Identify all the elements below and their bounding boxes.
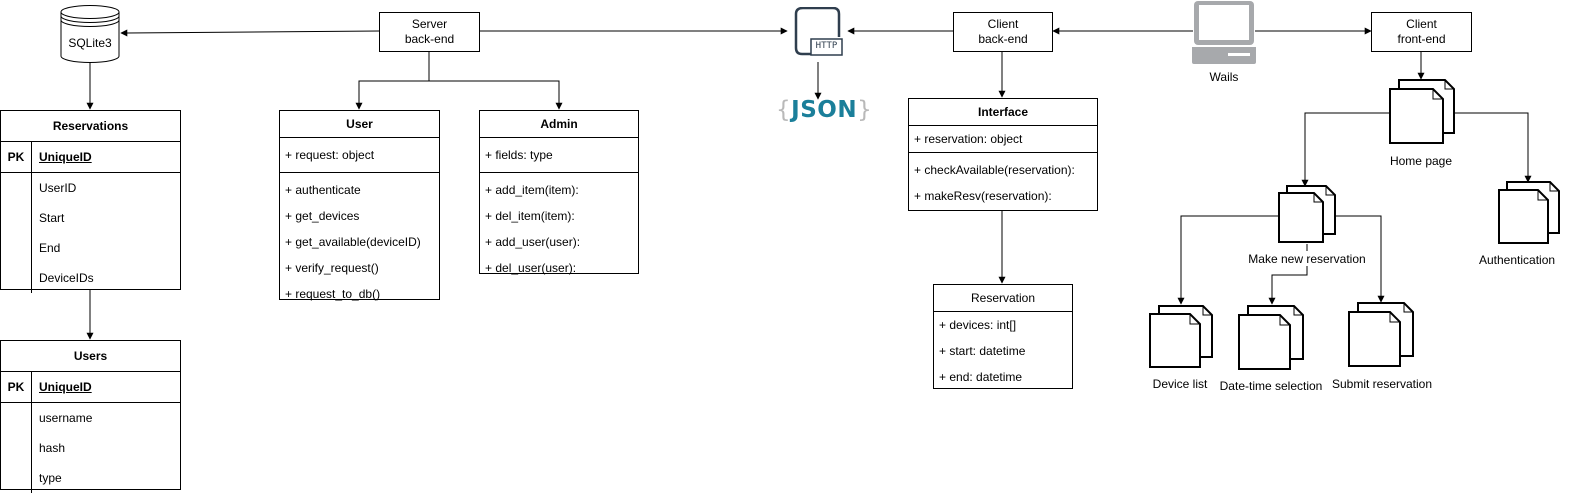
pk-label: PK <box>1 372 32 402</box>
submit-reservation-icon[interactable] <box>1347 302 1415 368</box>
device-list-icon[interactable] <box>1148 305 1214 369</box>
key-column <box>1 173 32 293</box>
method-row: + request_to_db() <box>285 287 381 301</box>
method-row: + checkAvailable(reservation): <box>914 163 1075 177</box>
authentication-page-icon[interactable] <box>1497 181 1561 245</box>
authentication-label: Authentication <box>1479 253 1556 267</box>
method-row: + makeResv(reservation): <box>914 189 1052 203</box>
class-attributes: + request: object <box>280 138 439 173</box>
make-new-reservation-label: Make new reservation <box>1248 252 1366 266</box>
json-close-brace: } <box>857 97 873 123</box>
database-icon <box>60 5 120 63</box>
user-class[interactable]: User + request: object + authenticate + … <box>279 110 440 301</box>
pk-field: UniqueID <box>39 150 92 164</box>
attribute-row: + fields: type <box>485 148 553 162</box>
method-row: + add_item(item): <box>485 183 579 197</box>
method-row: + get_available(deviceID) <box>285 235 421 249</box>
field-row: hash <box>39 441 66 455</box>
class-title: User <box>280 111 439 138</box>
field-row: End <box>39 241 61 255</box>
class-methods: + checkAvailable(reservation): + makeRes… <box>909 153 1097 213</box>
attribute-row: + devices: int[] <box>939 318 1017 332</box>
attribute-row: + start: datetime <box>939 344 1026 358</box>
field-row: username <box>39 411 93 425</box>
http-label: HTTP <box>815 41 838 51</box>
method-row: + verify_request() <box>285 261 379 275</box>
server-label-2: back-end <box>404 32 455 46</box>
class-title: Interface <box>909 99 1097 126</box>
reservation-class[interactable]: Reservation + devices: int[] + start: da… <box>933 284 1073 389</box>
wails-label: Wails <box>1209 70 1239 84</box>
server-label-1: Server <box>411 17 448 31</box>
class-attributes: + reservation: object <box>909 126 1097 153</box>
device-list-label: Device list <box>1152 377 1208 391</box>
json-logo: {JSON} <box>776 97 872 123</box>
class-title: Reservation <box>934 285 1072 312</box>
db-label: SQLite3 <box>68 36 112 50</box>
pk-field: UniqueID <box>39 380 92 394</box>
reservations-table[interactable]: Reservations PK UniqueID UserID Start En… <box>0 110 181 293</box>
client-backend-label-2: back-end <box>978 32 1028 46</box>
field-row: type <box>39 471 62 485</box>
method-row: + authenticate <box>285 183 361 197</box>
field-row: DeviceIDs <box>39 271 94 285</box>
pk-row: PK UniqueID <box>1 372 180 403</box>
client-frontend-box[interactable]: Client front-end <box>1371 12 1472 52</box>
users-table[interactable]: Users PK UniqueID username hash type <box>0 340 181 493</box>
class-attributes: + fields: type <box>480 138 638 173</box>
pk-row: PK UniqueID <box>1 142 180 173</box>
field-row: UserID <box>39 181 77 195</box>
make-new-reservation-icon[interactable] <box>1277 185 1337 245</box>
interface-class[interactable]: Interface + reservation: object + checkA… <box>908 98 1098 211</box>
method-row: + add_user(user): <box>485 235 581 249</box>
method-row: + get_devices <box>285 209 360 223</box>
client-backend-box[interactable]: Client back-end <box>953 12 1053 52</box>
table-title: Reservations <box>1 111 180 142</box>
client-frontend-label-1: Client <box>1406 17 1437 31</box>
attribute-row: + reservation: object <box>914 132 1023 146</box>
admin-class[interactable]: Admin + fields: type + add_item(item): +… <box>479 110 639 275</box>
client-backend-label-1: Client <box>987 17 1019 31</box>
server-backend-box[interactable]: Server back-end <box>379 12 480 52</box>
home-page-label: Home page <box>1389 154 1453 168</box>
laptop-icon <box>1192 1 1256 64</box>
attribute-row: + end: datetime <box>939 370 1023 384</box>
submit-reservation-label: Submit reservation <box>1331 377 1433 391</box>
method-row: + del_item(item): <box>485 209 575 223</box>
method-row: + del_user(user): <box>485 261 577 275</box>
class-title: Admin <box>480 111 638 138</box>
http-icon <box>794 7 843 56</box>
attribute-row: + request: object <box>285 148 375 162</box>
home-page-icon[interactable] <box>1388 79 1456 145</box>
datetime-selection-icon[interactable] <box>1237 305 1305 371</box>
client-frontend-label-2: front-end <box>1397 32 1446 46</box>
pk-label: PK <box>1 142 32 172</box>
class-attributes: + devices: int[] + start: datetime + end… <box>934 312 1072 390</box>
key-column <box>1 403 32 493</box>
class-methods: + authenticate + get_devices + get_avail… <box>280 173 439 311</box>
json-text: JSON <box>791 97 858 123</box>
json-open-brace: { <box>776 97 792 123</box>
table-title: Users <box>1 341 180 372</box>
datetime-selection-label: Date-time selection <box>1219 379 1323 393</box>
field-row: Start <box>39 211 65 225</box>
class-methods: + add_item(item): + del_item(item): + ad… <box>480 173 638 285</box>
